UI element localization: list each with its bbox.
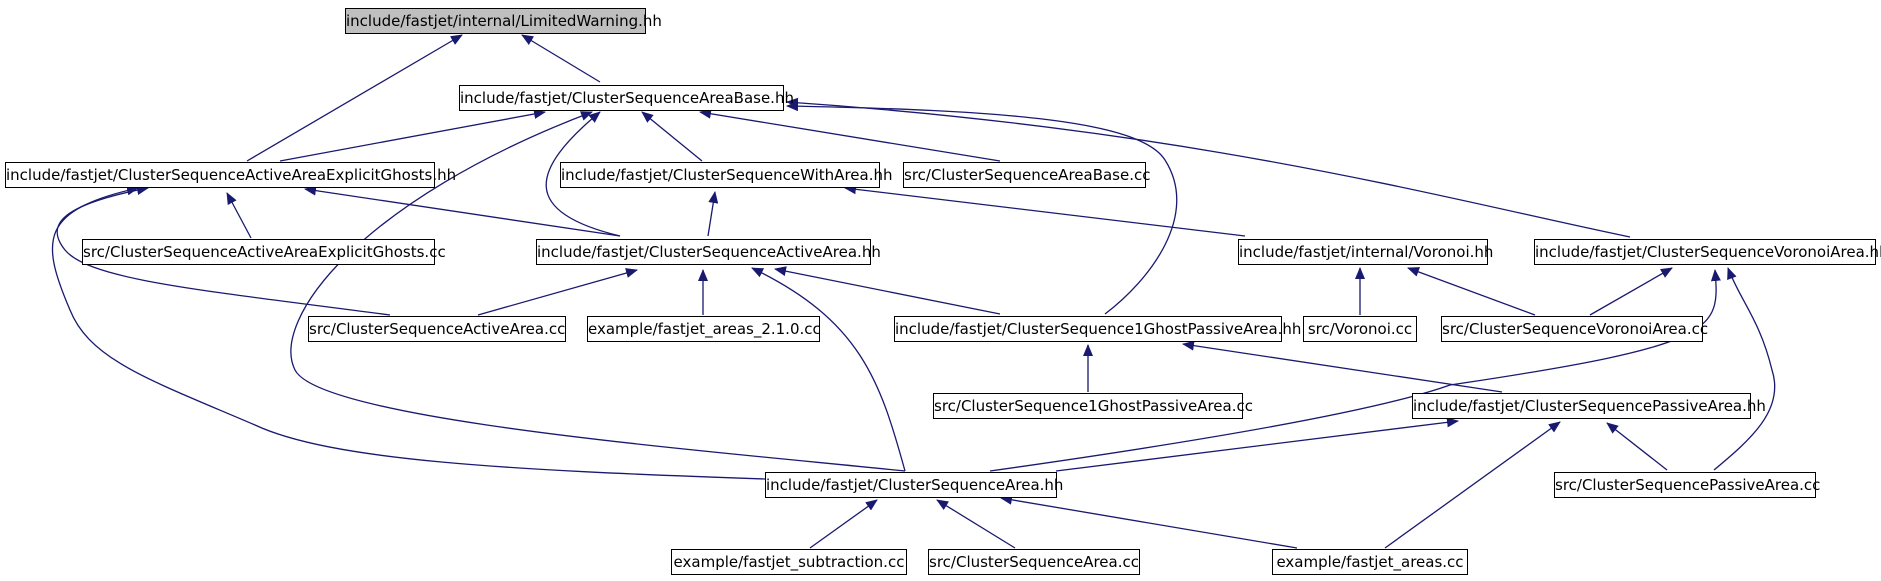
edge-csaaeg-to-limitedwarning	[246, 34, 463, 162]
node-cluster-sequence-area-base[interactable]: include/fastjet/ClusterSequenceAreaBase.…	[459, 85, 794, 111]
edge-cs1gpa-to-csaa	[774, 266, 1001, 315]
node-cluster-sequence-1ghost-passive-area[interactable]: include/fastjet/ClusterSequence1GhostPas…	[894, 316, 1301, 342]
edge-cswa-to-csab	[641, 111, 703, 162]
edge-csaa-to-csaaeg	[304, 185, 621, 237]
node-cluster-sequence-area[interactable]: include/fastjet/ClusterSequenceArea.hh	[765, 472, 1063, 498]
node-cluster-sequence-active-area-explicit-ghosts-cc[interactable]: src/ClusterSequenceActiveAreaExplicitGho…	[82, 239, 446, 265]
node-cluster-sequence-active-area-cc[interactable]: src/ClusterSequenceActiveArea.cc	[308, 316, 566, 342]
edge-csa-cc-to-csa	[936, 499, 1016, 549]
edge-csa-to-csaa	[751, 267, 906, 472]
edge-csva-cc-to-csva	[1589, 267, 1673, 316]
node-cluster-sequence-passive-area[interactable]: include/fastjet/ClusterSequencePassiveAr…	[1412, 393, 1766, 419]
edge-csab-cc-to-csab	[699, 108, 1001, 162]
edge-csaaeg-to-csab	[279, 109, 546, 162]
edge-csaaeg-cc-to-csaaeg	[226, 192, 252, 239]
edge-csa-to-csab	[290, 111, 906, 472]
edge-cspa-to-cs1gpa	[1182, 340, 1503, 393]
node-fastjet-areas-cc[interactable]: example/fastjet_areas.cc	[1272, 549, 1468, 575]
edge-voronoi-to-cswa	[844, 184, 1246, 237]
edge-csaa-cc-to-csaa	[477, 268, 638, 316]
node-cluster-sequence-with-area[interactable]: include/fastjet/ClusterSequenceWithArea.…	[560, 162, 893, 188]
edge-csaa-to-csab	[545, 111, 621, 237]
node-cluster-sequence-1ghost-passive-area-cc[interactable]: src/ClusterSequence1GhostPassiveArea.cc	[933, 393, 1253, 419]
node-cluster-sequence-passive-area-cc[interactable]: src/ClusterSequencePassiveArea.cc	[1554, 472, 1820, 498]
node-voronoi[interactable]: include/fastjet/internal/Voronoi.hh	[1238, 239, 1493, 265]
node-cluster-sequence-area-base-cc[interactable]: src/ClusterSequenceAreaBase.cc	[903, 162, 1151, 188]
node-cluster-sequence-area-cc[interactable]: src/ClusterSequenceArea.cc	[928, 549, 1140, 575]
edge-csaa-to-cswa	[707, 191, 719, 237]
edge-csa-to-csva	[989, 269, 1721, 472]
node-fastjet-subtraction-cc[interactable]: example/fastjet_subtraction.cc	[671, 549, 907, 575]
edge-csa-to-cspa	[1055, 417, 1459, 472]
node-cluster-sequence-active-area-explicit-ghosts[interactable]: include/fastjet/ClusterSequenceActiveAre…	[5, 162, 456, 188]
edge-cspa-cc-to-cspa	[1606, 422, 1668, 471]
node-limited-warning: include/fastjet/internal/LimitedWarning.…	[345, 8, 662, 34]
node-cluster-sequence-voronoi-area-cc[interactable]: src/ClusterSequenceVoronoiArea.cc	[1441, 316, 1708, 342]
edge-fja-to-csa	[1000, 494, 1298, 549]
edge-csab-to-limitedwarning	[521, 34, 601, 83]
node-cluster-sequence-active-area[interactable]: include/fastjet/ClusterSequenceActiveAre…	[536, 239, 881, 265]
node-fastjet-areas-2-1-0-cc[interactable]: example/fastjet_areas_2.1.0.cc	[587, 316, 821, 342]
edge-fjsub-to-csa	[809, 499, 878, 549]
edge-csa-to-csaaeg	[51, 185, 766, 480]
edge-fja-to-cspa	[1384, 421, 1561, 549]
edge-cspa-cc-to-csva	[1713, 267, 1776, 471]
edge-csva-to-csab	[786, 97, 1631, 238]
edge-csva-cc-to-voronoi	[1407, 267, 1536, 316]
edge-cs1gpa-to-csab	[786, 101, 1178, 315]
node-cluster-sequence-voronoi-area[interactable]: include/fastjet/ClusterSequenceVoronoiAr…	[1534, 239, 1881, 265]
node-voronoi-cc[interactable]: src/Voronoi.cc	[1303, 316, 1417, 342]
